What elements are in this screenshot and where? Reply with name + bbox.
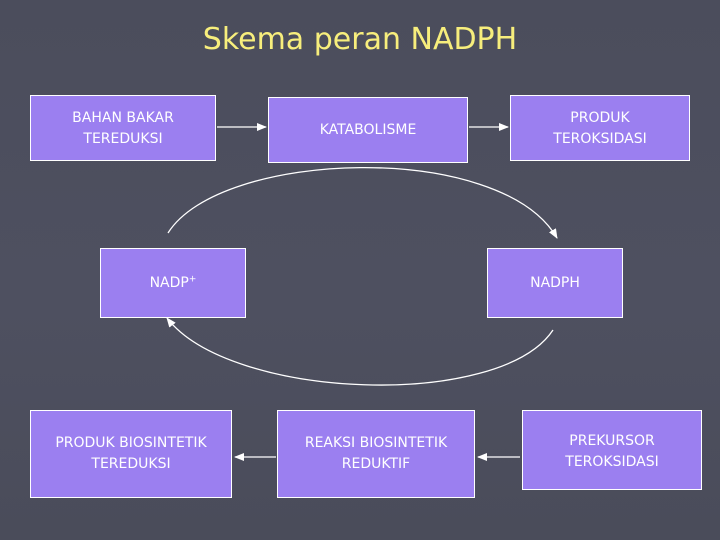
box-label: NADPH xyxy=(530,274,580,291)
box-label: REAKSI BIOSINTETIK REDUKTIF xyxy=(304,435,448,472)
box-label: BAHAN BAKAR TEREDUKSI xyxy=(72,110,174,147)
box-produk-teroksidasi: PRODUK TEROKSIDASI xyxy=(510,95,690,161)
box-bahan-bakar-tereduksi: BAHAN BAKAR TEREDUKSI xyxy=(30,95,216,161)
box-katabolisme: KATABOLISME xyxy=(268,97,468,163)
nadp-label: NADP xyxy=(149,274,189,291)
box-reaksi-biosintetik-reduktif: REAKSI BIOSINTETIK REDUKTIF xyxy=(277,410,475,498)
arrow-nadph-to-nadp-curve xyxy=(166,317,554,386)
box-label: NADP+ xyxy=(150,273,197,294)
box-label: PRODUK TEROKSIDASI xyxy=(553,110,647,147)
box-label: PRODUK BIOSINTETIK TEREDUKSI xyxy=(55,435,207,472)
nadp-superscript: + xyxy=(188,273,197,284)
box-nadp-plus: NADP+ xyxy=(100,248,246,318)
arrow-nadp-to-nadph-curve xyxy=(167,167,558,239)
box-label: KATABOLISME xyxy=(319,121,417,138)
box-label: PREKURSOR TEROKSIDASI xyxy=(565,433,659,470)
page-title: Skema peran NADPH xyxy=(202,22,518,57)
box-prekursor-teroksidasi: PREKURSOR TEROKSIDASI xyxy=(522,410,702,490)
box-produk-biosintetik-tereduksi: PRODUK BIOSINTETIK TEREDUKSI xyxy=(30,410,232,498)
box-nadph: NADPH xyxy=(487,248,623,318)
